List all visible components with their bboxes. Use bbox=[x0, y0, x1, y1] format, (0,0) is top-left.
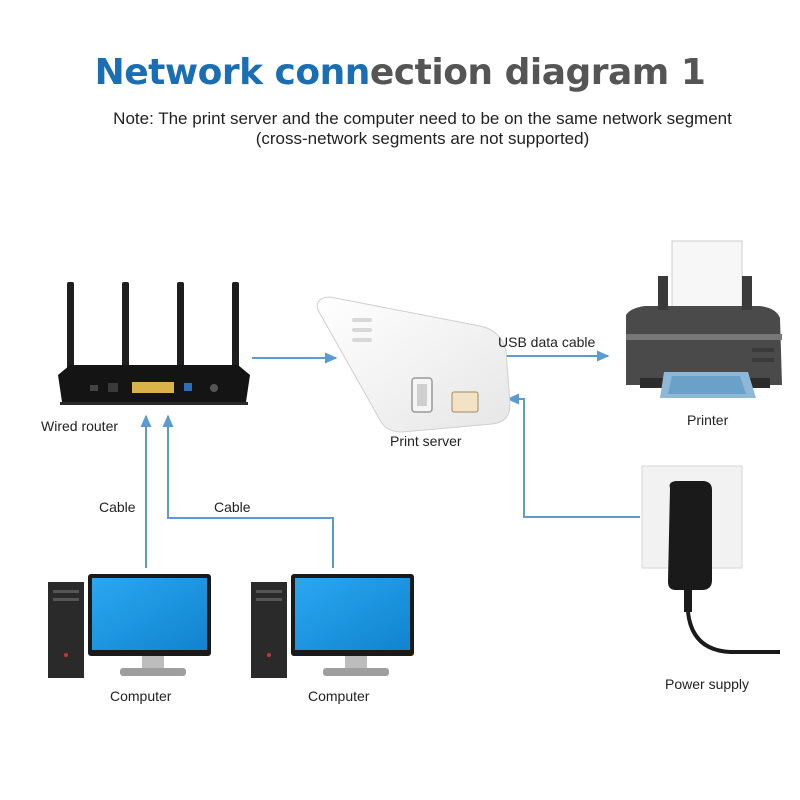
printer-label: Printer bbox=[687, 412, 729, 428]
computer-2-label: Computer bbox=[308, 688, 370, 704]
router-label: Wired router bbox=[41, 418, 119, 434]
printer-icon bbox=[626, 240, 782, 398]
title-part-2: ection diagram 1 bbox=[369, 52, 706, 93]
diagram-title: Network connection diagram 1 bbox=[0, 52, 800, 93]
cable-1-label: Cable bbox=[99, 499, 136, 515]
connection-lines bbox=[140, 350, 640, 568]
title-part-1: Network conn bbox=[94, 52, 371, 93]
note-line-1: Note: The print server and the computer … bbox=[113, 109, 732, 128]
computer-1-icon bbox=[48, 574, 211, 678]
router-icon bbox=[58, 282, 250, 405]
note-line-2: (cross-network segments are not supporte… bbox=[255, 129, 590, 148]
cable-2-label: Cable bbox=[214, 499, 251, 515]
computer-2-icon bbox=[251, 574, 414, 678]
power-supply-icon bbox=[641, 465, 780, 654]
print-server-label: Print server bbox=[390, 433, 462, 449]
usb-cable-label: USB data cable bbox=[498, 334, 596, 350]
power-to-print-server-line bbox=[506, 393, 640, 518]
computer2-to-router-line bbox=[162, 414, 334, 568]
computer-1-label: Computer bbox=[110, 688, 172, 704]
power-supply-label: Power supply bbox=[665, 676, 750, 692]
print-server-icon bbox=[316, 296, 511, 433]
